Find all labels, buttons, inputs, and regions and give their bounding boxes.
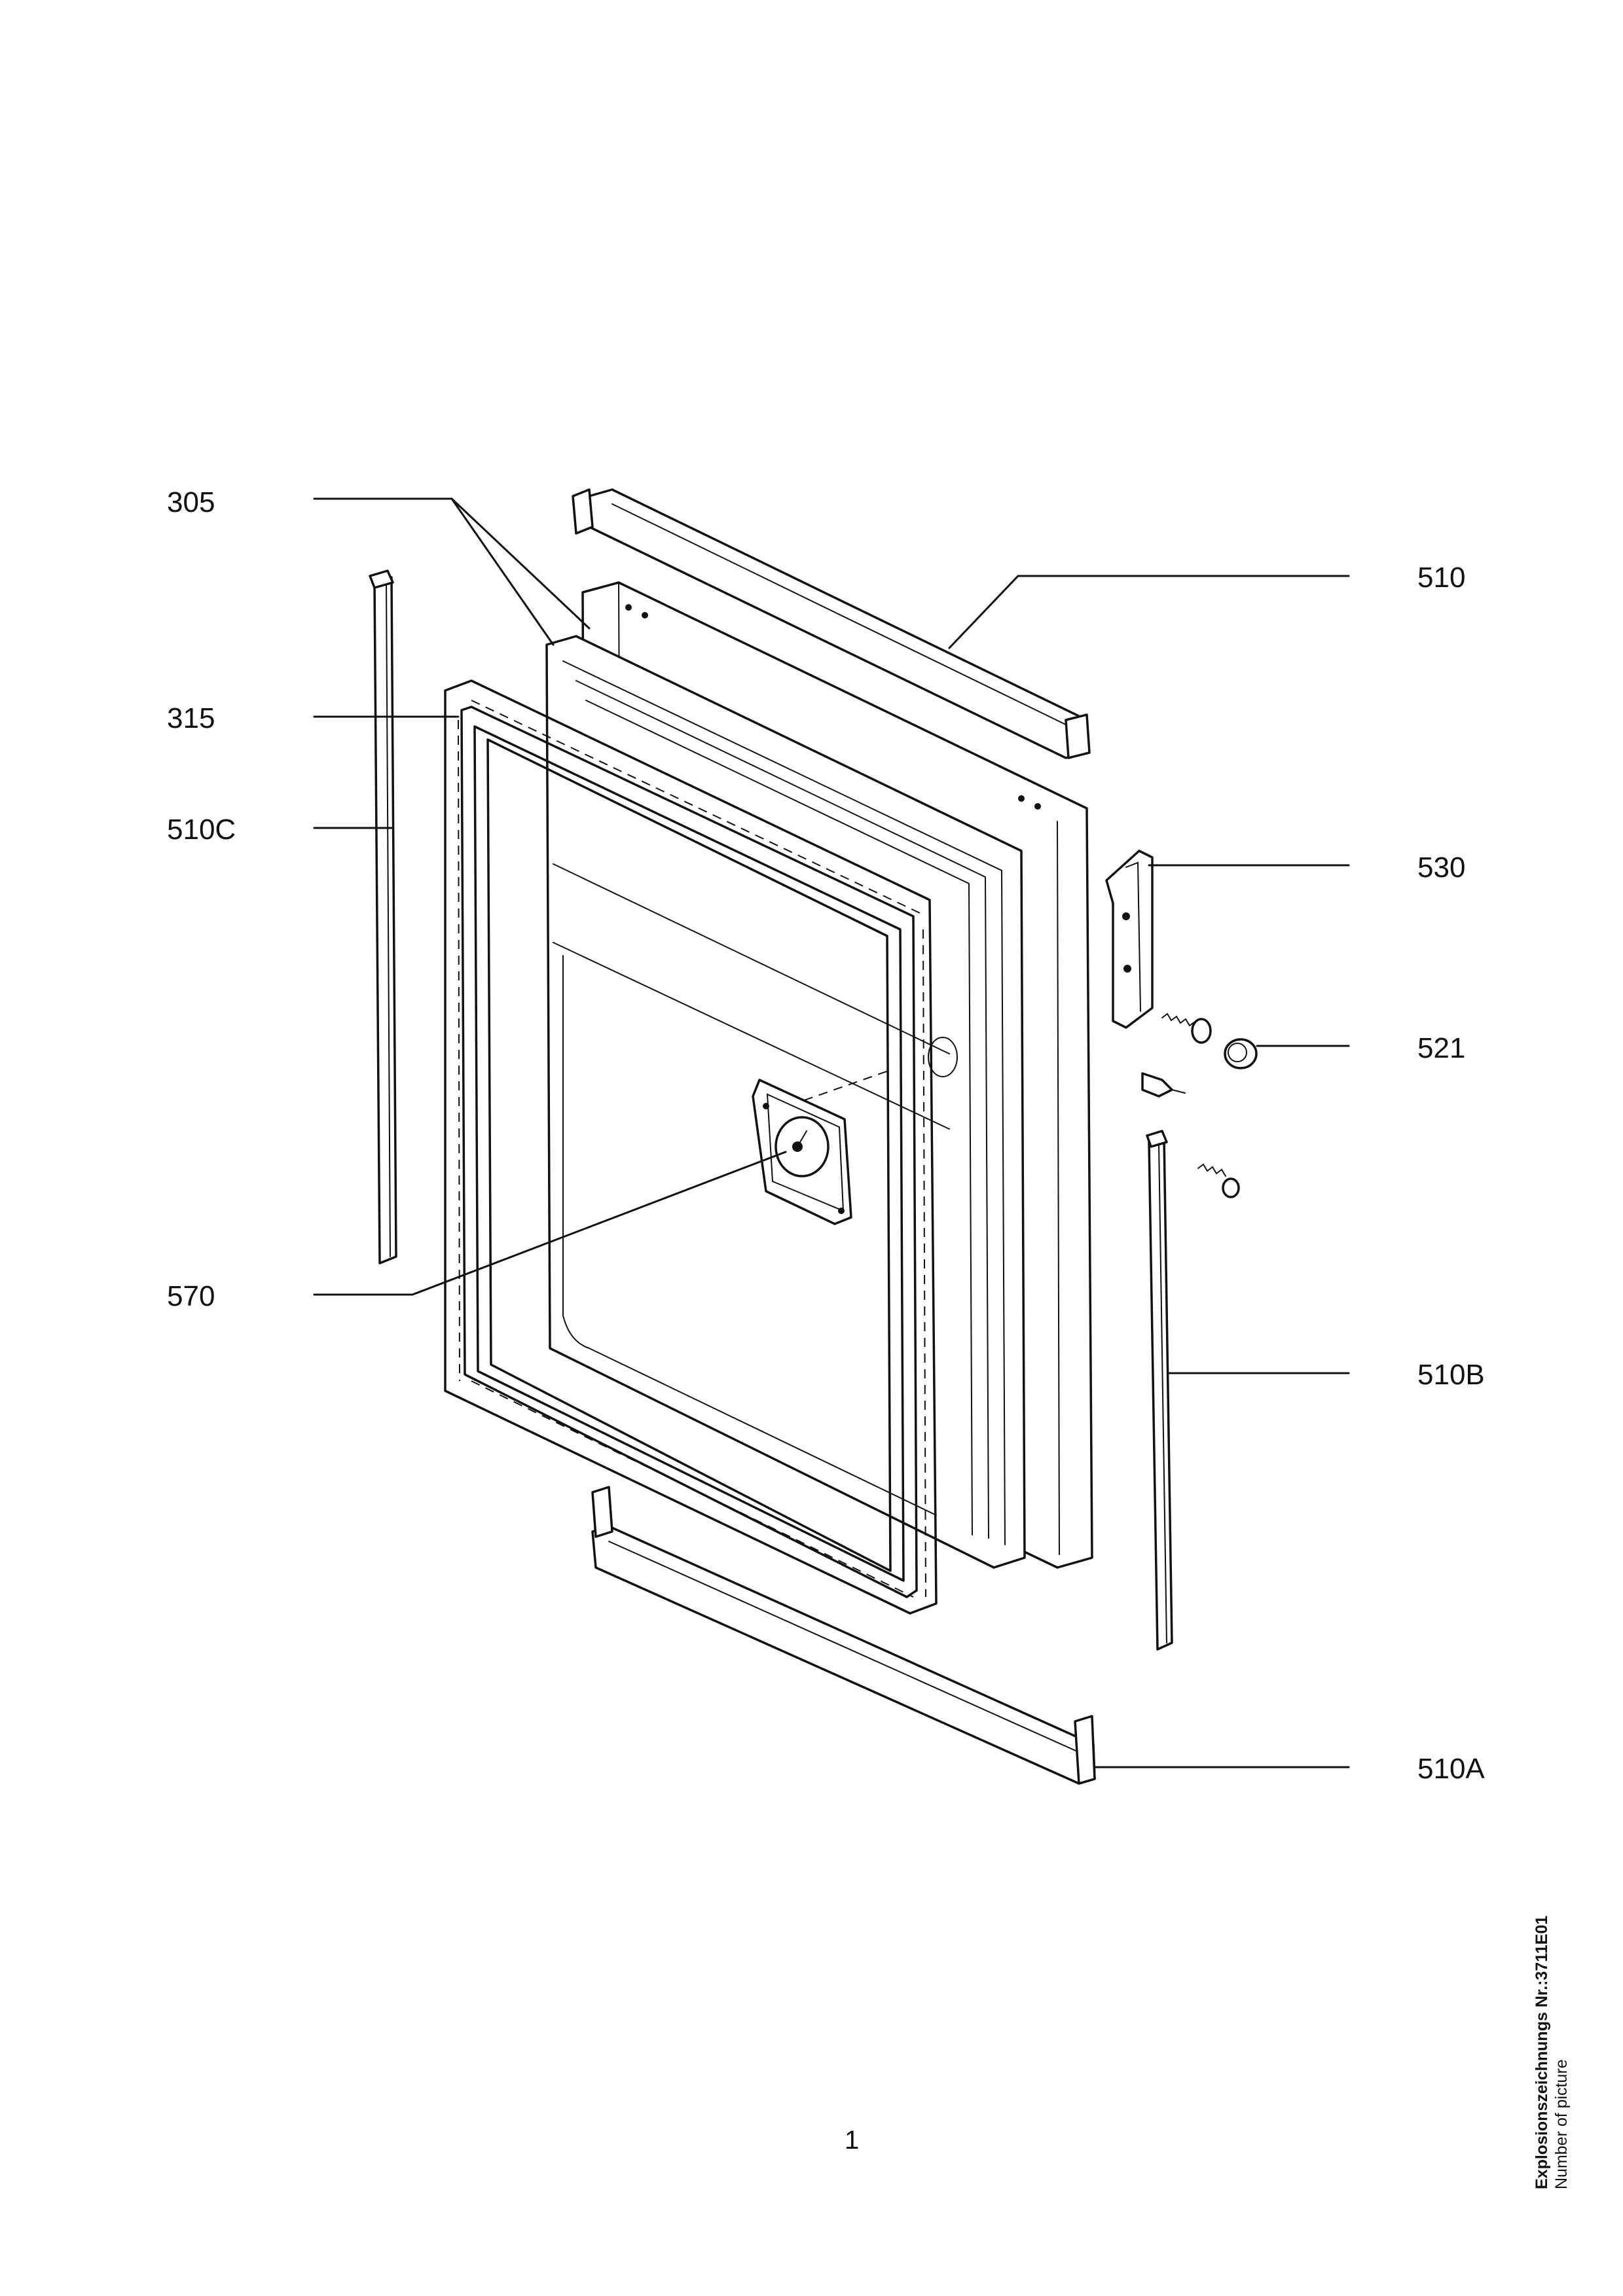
label-305: 305 [167, 486, 215, 518]
part-510A-bottom-trim [591, 1486, 1096, 1785]
part-570-plate [752, 1079, 852, 1225]
label-315: 315 [167, 702, 215, 734]
part-315-gasket-frame [444, 679, 938, 1615]
label-521: 521 [1417, 1032, 1465, 1064]
part-510-top-trim [572, 488, 1091, 759]
label-510C: 510C [167, 814, 236, 846]
label-570: 570 [167, 1280, 215, 1312]
picture-number-caption: Number of picture [1552, 2059, 1571, 2189]
part-530-hinge-bracket [1105, 850, 1154, 1029]
part-521-screws-and-cap [1141, 1013, 1258, 1198]
page-number: 1 [845, 2126, 859, 2155]
label-510: 510 [1417, 562, 1465, 594]
label-510A: 510A [1417, 1753, 1485, 1785]
part-510B-right-trim [1146, 1130, 1173, 1651]
leader-lines [313, 497, 1350, 1768]
picture-number-label: Explosionszeichnungs Nr.:3711E01 [1533, 1916, 1551, 2189]
label-510B: 510B [1417, 1359, 1485, 1391]
part-510C-left-trim [369, 569, 397, 1265]
label-530: 530 [1417, 852, 1465, 884]
